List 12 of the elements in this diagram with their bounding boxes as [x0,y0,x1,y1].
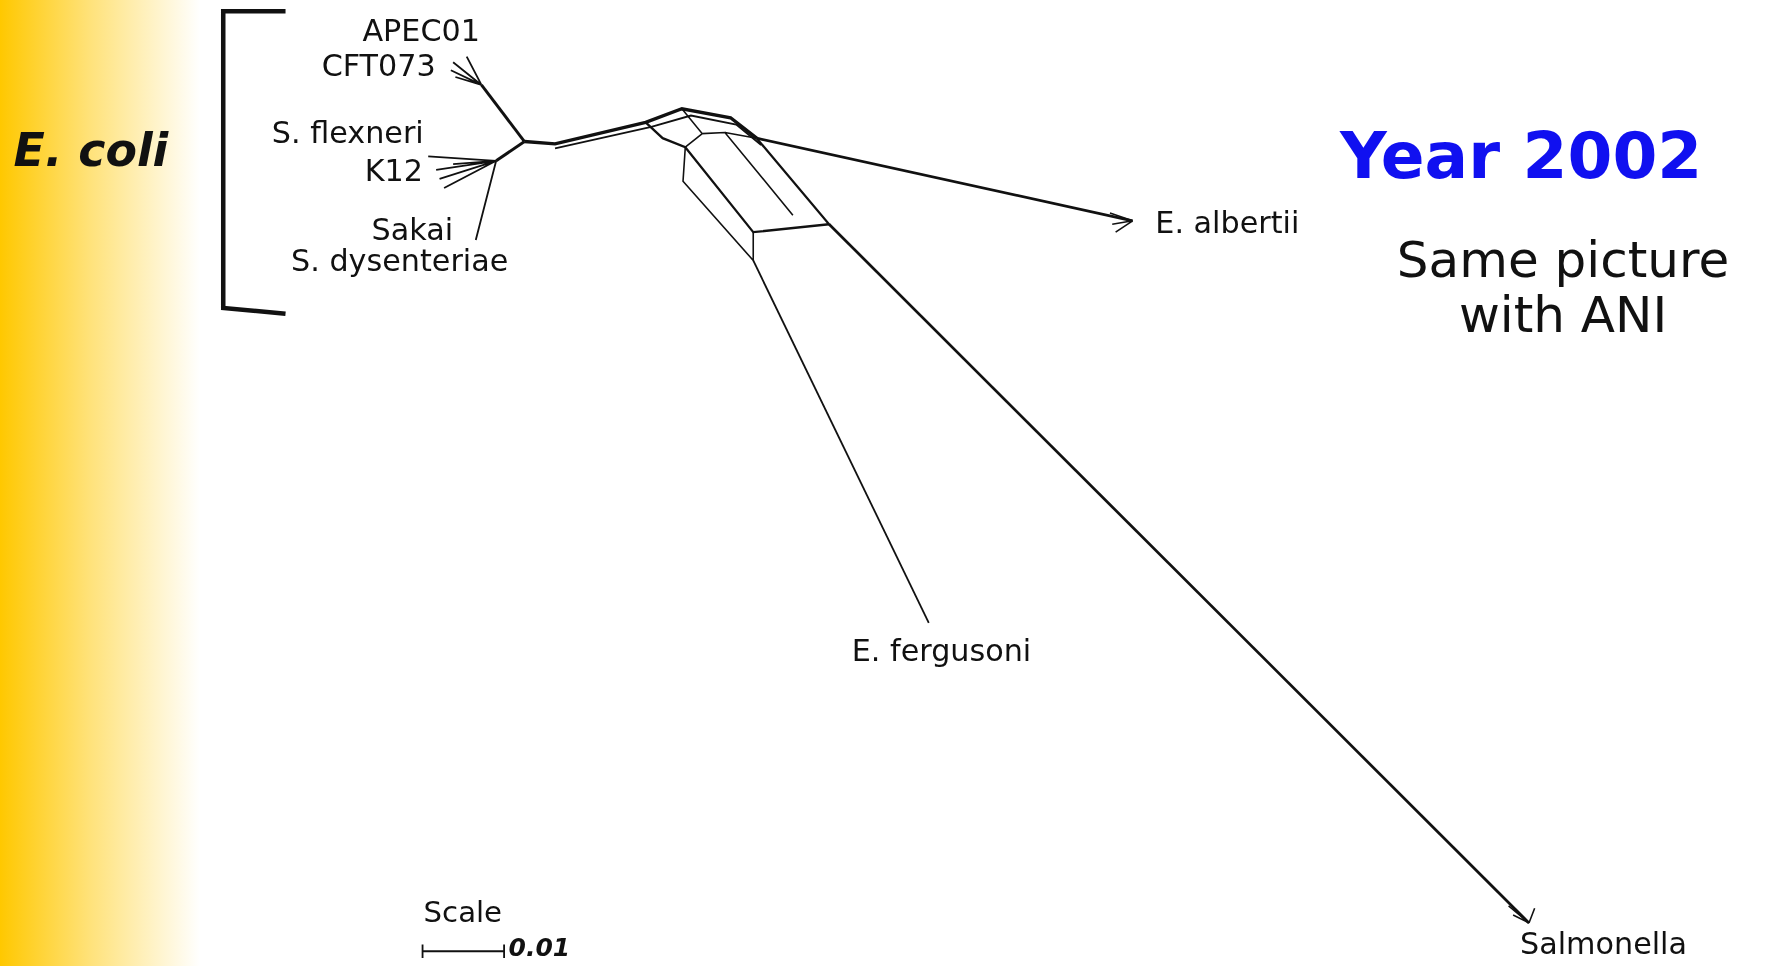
taxon-label: K12 [364,154,423,188]
taxon-label: Salmonella [1520,926,1687,960]
scale-value: 0.01 [508,934,571,962]
taxon-label: E. albertii [1155,206,1300,240]
taxon-label: CFT073 [321,48,436,82]
scale-label: Scale [423,895,503,928]
taxon-label: APEC01 [362,13,480,47]
note-text: Same picture with ANI [1395,233,1731,344]
taxon-label: S. flexneri [271,115,424,149]
year-heading: Year 2002 [1339,120,1703,192]
taxon-label: E. fergusoni [851,634,1032,668]
group-label: E. coli [13,124,169,175]
